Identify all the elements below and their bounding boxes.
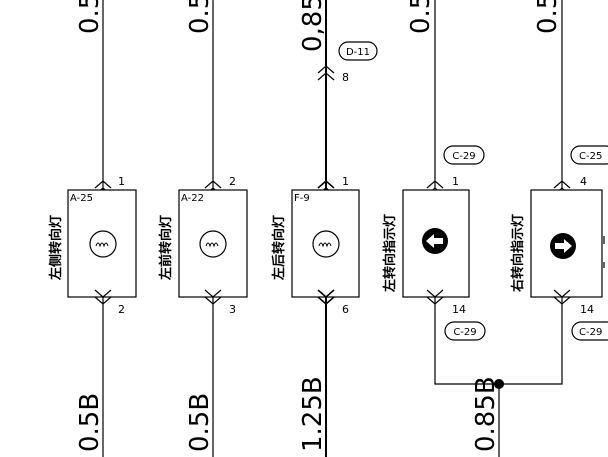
pin-bottom-2: 3 [229,303,236,316]
component-left-side-turn-lamp: 1 A-25 2 左侧转向灯 [48,175,137,316]
component-left-front-turn-lamp: 2 A-22 3 左前转向灯 [158,175,248,316]
chevron-bottom-4 [426,289,444,305]
chevron-bottom-3 [317,289,335,305]
wire-size-bottom-2: 0.5B [185,393,215,452]
component-name-4: 左转向指示灯 [382,214,398,292]
code-3: F-9 [294,193,310,204]
pin-top-1: 1 [118,175,125,188]
pin-top-3: 1 [342,175,349,188]
bulb-filament [95,242,109,248]
bulb-filament [205,242,219,248]
component-name-5: 右转向指示灯 [510,214,526,293]
wire-size-top-3: 0,85 [298,0,328,52]
wire-size-top-5: 0.5 [533,0,563,34]
junction-dot [494,379,504,389]
connector-c29-label-bottom-2: C-29 [579,327,602,338]
chevron-bottom-2 [204,289,222,305]
connector-c25-label-top: C-25 [579,151,602,162]
wire-size-bottom-4: 0.85B [471,376,501,452]
wire-size-top-2: 0.5 [185,0,215,34]
connector-c29-badge-bottom-2 [571,321,608,341]
connector-c25-badge-top [570,145,608,165]
arrow-left-glyph [426,234,443,248]
connector-c29-label-top: C-29 [452,151,475,162]
pin-bottom-3: 6 [342,303,349,316]
pin-bottom-4: 14 [452,303,466,316]
connector-c29-label-bottom: C-29 [453,327,476,338]
connector-d11-label: D-11 [346,47,370,58]
pin-bottom-1: 2 [118,303,125,316]
component-left-turn-indicator: C-29 1 14 C-29 左转向指示灯 [382,145,486,341]
component-left-rear-turn-lamp: 1 F-9 6 左后转向灯 [271,175,360,316]
connector-c29-badge-top [443,145,485,165]
wire-size-bottom-3: 1.25B [298,376,328,452]
code-2: A-22 [181,193,204,204]
wire-size-top-1: 0.5 [75,0,105,34]
pin-bottom-5: 14 [580,303,594,316]
chevron-bottom-1 [94,289,112,305]
arrow-right-glyph [555,239,572,253]
component-right-turn-indicator: C-25 4 14 C-29 右转向指示灯 [510,145,608,341]
pin-top-2: 2 [229,175,236,188]
wire-size-top-4: 0.5 [406,0,436,34]
component-name-3: 左后转向灯 [271,215,287,280]
connector-d11-chevron [317,65,335,81]
connector-c29-badge-bottom [444,321,486,341]
connector-d11-badge [338,41,378,61]
pin-top-4: 1 [452,175,459,188]
component-name-2: 左前转向灯 [158,215,174,280]
code-1: A-25 [70,193,93,204]
wire-size-bottom-1: 0.5B [75,393,105,452]
component-name-1: 左侧转向灯 [48,215,64,280]
pin-top-5: 4 [580,175,587,188]
connector-d11-pin: 8 [342,71,349,84]
chevron-bottom-5 [553,289,571,305]
bulb-filament [318,242,332,248]
